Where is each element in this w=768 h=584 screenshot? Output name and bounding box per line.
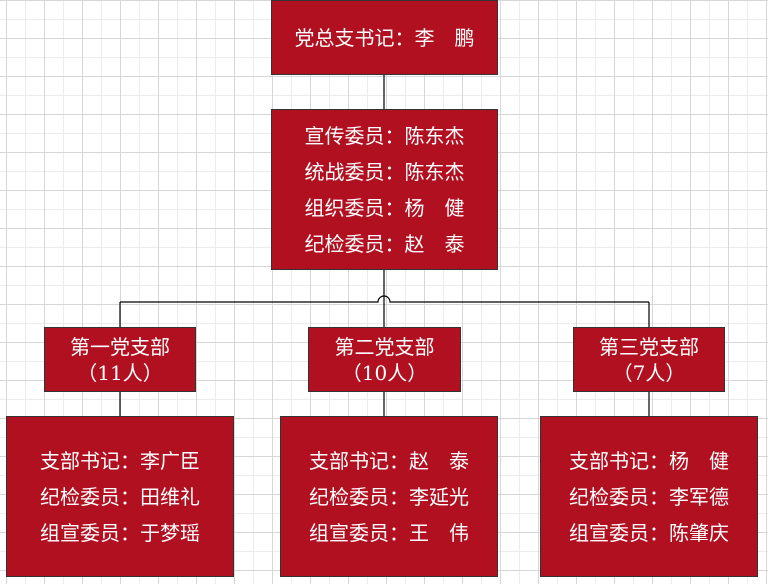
branch-1-secretary: 支部书记：李广臣 [40, 448, 200, 473]
branch-1-discipline: 纪检委员：田维礼 [40, 484, 200, 509]
branch-3-members-node[interactable]: 支部书记：杨 健 纪检委员：李军德 组宣委员：陈肇庆 [540, 416, 758, 577]
branch-3-name: 第三党支部 [599, 334, 699, 359]
committee-line-united-front: 统战委员：陈东杰 [304, 159, 465, 184]
branch-2-org-publicity: 组宣委员：王 伟 [309, 520, 469, 545]
general-secretary-label: 党总支书记：李 鹏 [294, 25, 475, 50]
committee-line-discipline: 纪检委员：赵 泰 [304, 231, 465, 256]
branch-2-members-node[interactable]: 支部书记：赵 泰 纪检委员：李延光 组宣委员：王 伟 [280, 416, 498, 577]
branch-1-org-publicity: 组宣委员：于梦瑶 [40, 520, 200, 545]
branch-3-count: （7人） [612, 360, 686, 385]
branch-1-members-node[interactable]: 支部书记：李广臣 纪检委员：田维礼 组宣委员：于梦瑶 [6, 416, 234, 577]
branch-3-secretary: 支部书记：杨 健 [569, 448, 729, 473]
branch-3-header-node[interactable]: 第三党支部 （7人） [573, 327, 725, 392]
general-branch-secretary-node[interactable]: 党总支书记：李 鹏 [271, 0, 498, 75]
branch-2-discipline: 纪检委员：李延光 [309, 484, 469, 509]
branch-2-header-node[interactable]: 第二党支部 （10人） [308, 327, 461, 392]
branch-2-secretary: 支部书记：赵 泰 [309, 448, 469, 473]
branch-1-header-node[interactable]: 第一党支部 （11人） [44, 327, 196, 392]
branch-1-name: 第一党支部 [70, 334, 170, 359]
branch-3-discipline: 纪检委员：李军德 [569, 484, 729, 509]
branch-1-count: （11人） [77, 360, 163, 385]
committee-members-node[interactable]: 宣传委员：陈东杰 统战委员：陈东杰 组织委员：杨 健 纪检委员：赵 泰 [271, 109, 498, 270]
branch-3-org-publicity: 组宣委员：陈肇庆 [569, 520, 729, 545]
committee-line-organization: 组织委员：杨 健 [304, 195, 465, 220]
branch-2-name: 第二党支部 [334, 334, 435, 359]
branch-2-count: （10人） [341, 360, 428, 385]
connector-horizontal-bus [120, 295, 649, 303]
committee-line-publicity: 宣传委员：陈东杰 [304, 123, 465, 148]
